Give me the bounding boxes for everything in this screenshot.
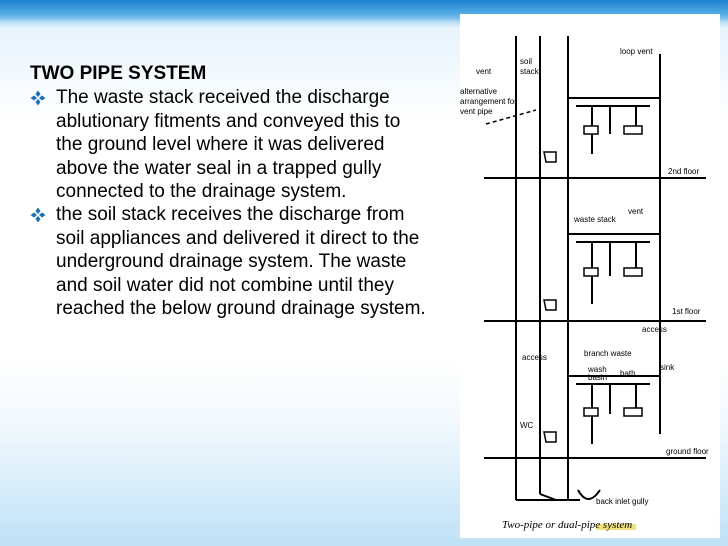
label-access: access bbox=[522, 353, 547, 362]
alternative-vent-dashed bbox=[485, 109, 537, 125]
drain-connections bbox=[516, 484, 580, 501]
label-sink: sink bbox=[660, 363, 675, 372]
figure-caption: Two-pipe or dual-pipe system bbox=[502, 519, 633, 531]
basin-fixture bbox=[583, 407, 599, 417]
caption-wrap: Two-pipe or dual-pipe system bbox=[500, 515, 700, 531]
basin-fixture bbox=[583, 267, 599, 277]
wc-fixture bbox=[543, 431, 557, 443]
label-vent: vent bbox=[476, 67, 492, 76]
label-1st-floor: 1st floor bbox=[672, 307, 701, 316]
two-pipe-diagram: vent soil stack loop vent alternative ar… bbox=[460, 14, 720, 538]
vent-run-top bbox=[568, 97, 660, 107]
label-wash-basin: basin bbox=[588, 373, 607, 382]
bath-fixture bbox=[623, 407, 643, 417]
label-access: access bbox=[642, 325, 667, 334]
text-block: TWO PIPE SYSTEM The waste stack received… bbox=[30, 62, 430, 320]
label-branch-waste: branch waste bbox=[584, 349, 632, 358]
label-ground-floor: ground floor bbox=[666, 447, 709, 456]
diamond-bullet-icon bbox=[30, 207, 46, 223]
label-waste-stack: waste stack bbox=[573, 215, 617, 224]
slide-heading: TWO PIPE SYSTEM bbox=[30, 63, 207, 84]
label-wc: WC bbox=[520, 421, 534, 430]
label-alternative: alternative bbox=[460, 87, 497, 96]
label-alternative: vent pipe bbox=[460, 107, 493, 116]
vent-run-lower bbox=[568, 375, 660, 385]
label-vent-2: vent bbox=[628, 207, 644, 216]
label-soil-stack: soil bbox=[520, 57, 532, 66]
bullet-text: The waste stack received the discharge a… bbox=[56, 87, 401, 203]
label-2nd-floor: 2nd floor bbox=[668, 167, 699, 176]
label-wash-basin: wash bbox=[587, 365, 607, 374]
basin-fixture bbox=[583, 125, 599, 135]
wc-fixture bbox=[543, 151, 557, 163]
label-bath: bath bbox=[620, 369, 636, 378]
bath-fixture bbox=[623, 267, 643, 277]
vent-run-middle bbox=[568, 233, 660, 243]
gully-trap bbox=[577, 489, 601, 500]
caption-highlight bbox=[596, 524, 636, 530]
label-alternative: arrangement for bbox=[460, 97, 517, 106]
plumbing-drawing: vent soil stack loop vent alternative ar… bbox=[460, 36, 709, 506]
label-loop-vent: loop vent bbox=[620, 47, 653, 56]
diamond-bullet-icon bbox=[30, 90, 46, 106]
bullet-item: The waste stack received the discharge a… bbox=[30, 86, 430, 203]
bath-fixture bbox=[623, 125, 643, 135]
wc-fixture bbox=[543, 299, 557, 311]
bullet-item: the soil stack receives the discharge fr… bbox=[30, 203, 430, 320]
bullet-text: the soil stack receives the discharge fr… bbox=[56, 204, 426, 320]
label-soil-stack: stack bbox=[520, 67, 540, 76]
label-back-inlet-gully: back inlet gully bbox=[596, 497, 648, 506]
